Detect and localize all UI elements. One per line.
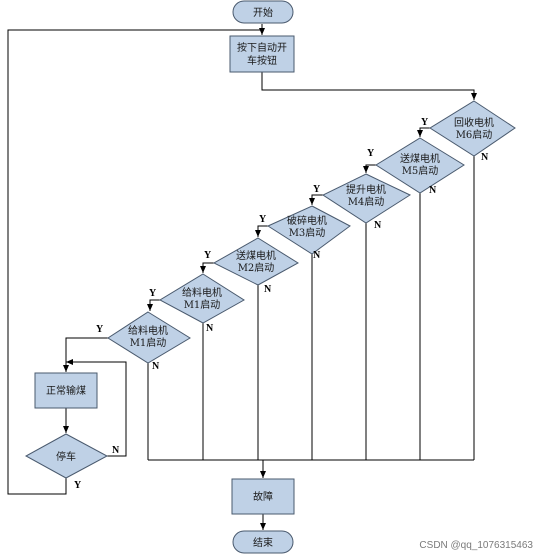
m1a-decision: 给料电机 M1启动 [107,311,191,364]
normal-label: 正常输煤 [46,384,86,397]
yes-label-stop: Y [74,480,82,491]
m5-label-2: M5启动 [402,164,439,177]
edge-m2-m1b [200,262,214,273]
m3-label-2: M3启动 [289,226,326,239]
m1a-label-2: M1启动 [130,336,167,349]
no-label-m3: N [313,250,321,261]
m4-decision: 提升电机 M4启动 [321,173,412,224]
m5-label-1: 送煤电机 [400,152,440,165]
m5-decision: 送煤电机 M5启动 [375,137,465,194]
m3-label-1: 破碎电机 [287,214,327,227]
no-label-m2: N [264,284,272,295]
no-label-m5: N [429,185,437,196]
start-label: 开始 [253,6,273,19]
m2-decision: 送煤电机 M2启动 [212,237,299,286]
no-label-stop: N [112,445,120,456]
yes-label-m4: Y [313,184,321,195]
connectors [7,24,477,530]
yes-label-m6: Y [421,117,429,128]
m4-label-1: 提升电机 [346,183,386,196]
yes-label-m5: Y [367,148,375,159]
edge-m3-m2 [255,225,268,237]
edge-m1a-normal [63,337,108,372]
m1b-decision: 给料电机 M1启动 [158,273,245,324]
edge-press-m6 [261,72,477,100]
edge-stop-loop [66,359,127,457]
yes-label-m1b: Y [149,288,157,299]
m3-decision: 破碎电机 M3启动 [266,205,351,255]
normal-node: 正常输煤 [34,372,98,409]
yes-label-m2: Y [204,250,212,261]
edge-m1b-m1a [147,299,160,311]
m6-decision: 回收电机 M6启动 [429,100,516,157]
m6-label-1: 回收电机 [454,116,494,129]
stop-label: 停车 [56,450,76,463]
branch-labels: Y N Y N Y N Y N Y N Y N Y N N Y [74,117,489,491]
press-button-node: 按下自动开 车按钮 [229,35,295,73]
edge-m5-m4 [363,164,376,173]
edge-stop-return [7,29,262,495]
no-label-m1b: N [206,323,214,334]
start-node: 开始 [232,0,294,24]
m1b-label-1: 给料电机 [182,286,222,299]
edge-m6-m5 [417,127,430,137]
no-label-m1a: N [152,361,160,372]
m1a-label-1: 给料电机 [128,324,168,337]
fault-label: 故障 [253,490,273,503]
no-label-m6: N [481,152,489,163]
m1b-label-2: M1启动 [184,298,221,311]
fault-node: 故障 [231,478,295,515]
m2-label-1: 送煤电机 [236,249,276,262]
watermark: CSDN @qq_1076315463 [419,540,533,551]
m4-label-2: M4启动 [348,195,385,208]
press-button-label-1: 按下自动开 [237,41,287,54]
no-label-m4: N [374,220,382,231]
press-button-label-2: 车按钮 [247,54,277,67]
end-node: 结束 [232,530,294,554]
edge-m4-m3 [309,194,323,205]
stop-decision: 停车 [24,433,109,479]
yes-label-m1a: Y [96,324,104,335]
yes-label-m3: Y [259,214,267,225]
m2-label-2: M2启动 [238,261,275,274]
m6-label-2: M6启动 [456,128,493,141]
end-label: 结束 [253,536,273,549]
